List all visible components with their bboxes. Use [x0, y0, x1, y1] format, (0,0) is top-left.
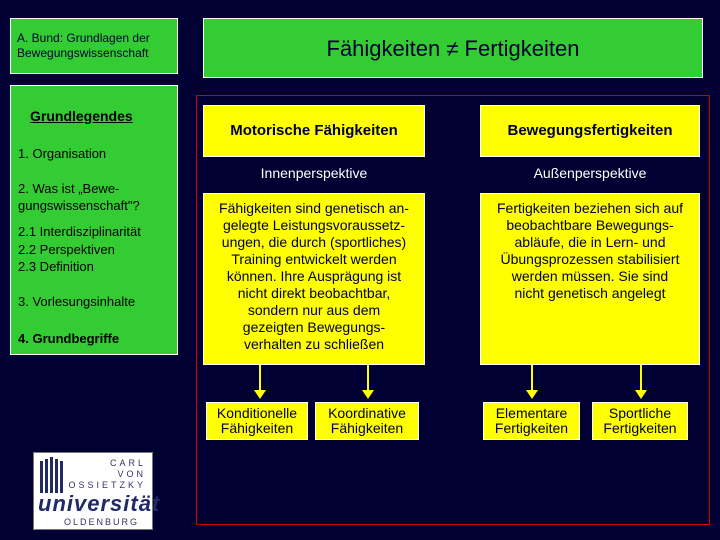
arrow-down-icon [254, 390, 266, 399]
sportliche-fertigkeiten-box: Sportliche Fertigkeiten [592, 402, 688, 440]
text-line: gezeigten Bewegungs- [242, 319, 386, 335]
box-line: Sportliche [608, 405, 672, 421]
sidebar-item-perspektiven[interactable]: 2.2 Perspektiven [18, 242, 115, 257]
arrow-line [640, 365, 642, 391]
fertigkeiten-definition: Fertigkeiten beziehen sich auf beobachtb… [480, 193, 700, 365]
sidebar-item-grundbegriffe[interactable]: 4. Grundbegriffe [18, 331, 120, 346]
elementare-fertigkeiten-box: Elementare Fertigkeiten [483, 402, 580, 440]
aussenperspektive-label: Außenperspektive [533, 165, 647, 181]
sidebar-title: Grundlegendes [30, 108, 133, 124]
course-header-line2: Bewegungswissenschaft [17, 46, 149, 60]
box-line: Fertigkeiten [494, 420, 569, 436]
box-line: Konditionelle [216, 405, 298, 421]
sidebar-item-definition[interactable]: 2.3 Definition [18, 259, 94, 274]
logo-oldenburg: OLDENBURG [64, 517, 140, 527]
logo-carl: CARL [109, 458, 146, 468]
bewegungsfertigkeiten-header: Bewegungsfertigkeiten [480, 105, 700, 157]
text-line: werden müssen. Sie sind [511, 268, 669, 284]
sidebar-item-vorlesungsinhalte[interactable]: 3. Vorlesungsinhalte [18, 294, 136, 309]
innenperspektive-label: Innenperspektive [260, 165, 368, 181]
text-line: Übungsprozessen stabilisiert [500, 251, 680, 267]
faehigkeiten-definition: Fähigkeiten sind genetisch an- gelegte L… [203, 193, 425, 365]
arrow-down-icon [526, 390, 538, 399]
logo-von: VON [117, 469, 146, 479]
konditionelle-faehigkeiten-box: Konditionelle Fähigkeiten [206, 402, 308, 440]
course-header: A. Bund: Grundlagen der Bewegungswissens… [10, 18, 178, 74]
text-line: abläufe, die in Lern- und [514, 234, 666, 250]
slide-title: Fähigkeiten ≠ Fertigkeiten [203, 18, 703, 78]
koordinative-faehigkeiten-box: Koordinative Fähigkeiten [315, 402, 419, 440]
logo-emblem [38, 457, 66, 493]
course-header-line1: A. Bund: Grundlagen der [17, 31, 150, 45]
box-line: Fertigkeiten [603, 420, 677, 436]
text-line: ungen, die durch (sportliches) [221, 234, 407, 250]
logo-ossietzky: OSSIETZKY [68, 480, 146, 490]
arrow-down-icon [362, 390, 374, 399]
text-line: können. Ihre Ausprägung ist [226, 268, 402, 284]
text-line: Training entwickelt werden [231, 251, 397, 267]
content-frame [196, 95, 710, 525]
text-line: sondern nur aus dem [247, 302, 381, 318]
text-line: Fertigkeiten beziehen sich auf [497, 200, 683, 216]
text-line: gelegte Leistungsvoraussetz- [222, 217, 406, 233]
text-line: nicht direkt beobachtbar, [237, 285, 391, 301]
arrow-line [531, 365, 533, 391]
text-line: verhalten zu schließen [243, 336, 385, 352]
arrow-line [367, 365, 369, 391]
sidebar-panel [10, 85, 178, 355]
sidebar-item-organisation[interactable]: 1. Organisation [18, 146, 107, 161]
sidebar-item-interdisziplinaritaet[interactable]: 2.1 Interdisziplinarität [18, 224, 141, 239]
box-line: Fähigkeiten [330, 420, 404, 436]
box-line: Fähigkeiten [220, 420, 294, 436]
text-line: nicht genetisch angelegt [514, 285, 666, 301]
text-line: Fähigkeiten sind genetisch an- [219, 200, 409, 216]
arrow-line [259, 365, 261, 391]
sidebar-item-was-ist[interactable]: 2. Was ist „Bewe- [18, 181, 120, 196]
box-line: Koordinative [328, 405, 406, 421]
sidebar-item-was-ist-cont[interactable]: gungswissenschaft"? [18, 198, 140, 213]
motorische-faehigkeiten-header: Motorische Fähigkeiten [203, 105, 425, 157]
arrow-down-icon [635, 390, 647, 399]
text-line: beobachtbare Bewegungs- [506, 217, 674, 233]
box-line: Elementare [495, 405, 568, 421]
logo-universitaet: universität [38, 491, 161, 516]
university-logo: CARL VON OSSIETZKY universität OLDENBURG [33, 452, 159, 530]
